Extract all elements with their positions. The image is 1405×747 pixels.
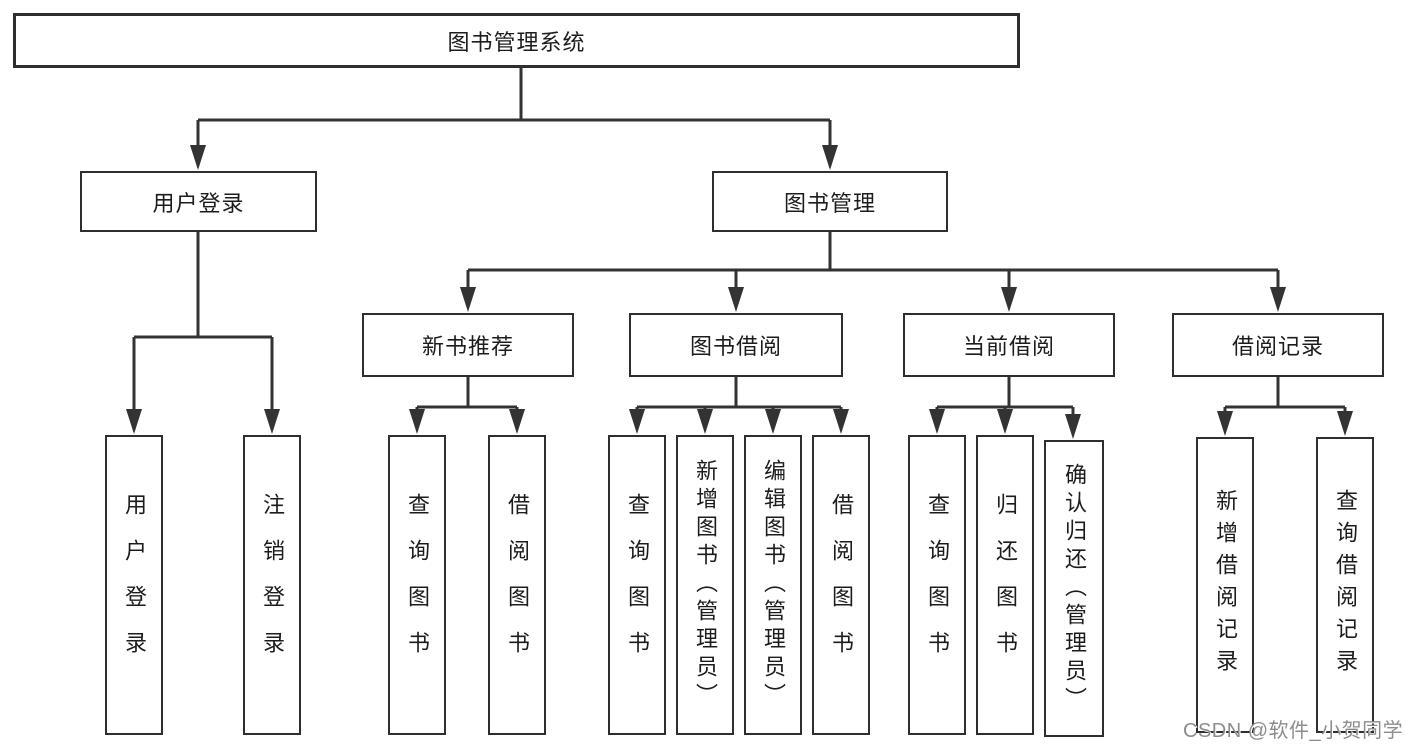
leaf-confirm-return-admin: 确认归还（管理员） — [1044, 440, 1104, 737]
leaf-label: 用户登录 — [122, 493, 147, 677]
leaf-borrow-books-1: 借阅图书 — [488, 435, 546, 735]
leaf-label: 新增借阅记录 — [1213, 489, 1238, 681]
leaf-user-login: 用户登录 — [105, 435, 163, 735]
node-borrow-records: 借阅记录 — [1172, 313, 1384, 377]
node-user-login: 用户登录 — [80, 171, 317, 232]
leaf-edit-book-admin: 编辑图书（管理员） — [744, 435, 802, 735]
leaf-query-borrow-record: 查询借阅记录 — [1316, 437, 1374, 733]
leaf-return-books: 归还图书 — [976, 435, 1034, 735]
leaf-label: 借阅图书 — [829, 493, 854, 677]
leaf-label: 借阅图书 — [505, 493, 530, 677]
leaf-query-books-2: 查询图书 — [608, 435, 666, 735]
leaf-add-borrow-record: 新增借阅记录 — [1196, 437, 1254, 733]
csdn-watermark: CSDN @软件_小贺同学 — [1183, 720, 1404, 742]
leaf-label: 编辑图书（管理员） — [761, 459, 786, 711]
leaf-add-book-admin: 新增图书（管理员） — [676, 435, 734, 735]
leaf-label: 确认归还（管理员） — [1062, 462, 1087, 715]
leaf-label: 查询图书 — [405, 493, 430, 677]
leaf-logout: 注销登录 — [243, 435, 301, 735]
leaf-label: 归还图书 — [993, 493, 1018, 677]
node-book-management: 图书管理 — [712, 171, 948, 232]
leaf-query-books-3: 查询图书 — [908, 435, 966, 735]
node-root: 图书管理系统 — [13, 13, 1020, 68]
leaf-label: 注销登录 — [260, 493, 285, 677]
node-new-book-recommend: 新书推荐 — [362, 313, 574, 377]
leaf-label: 查询图书 — [625, 493, 650, 677]
leaf-query-books-1: 查询图书 — [388, 435, 446, 735]
leaf-borrow-books-2: 借阅图书 — [812, 435, 870, 735]
leaf-label: 新增图书（管理员） — [693, 459, 718, 711]
node-book-borrow: 图书借阅 — [629, 313, 843, 377]
leaf-label: 查询图书 — [925, 493, 950, 677]
node-current-borrow: 当前借阅 — [903, 313, 1115, 377]
leaf-label: 查询借阅记录 — [1333, 489, 1358, 681]
